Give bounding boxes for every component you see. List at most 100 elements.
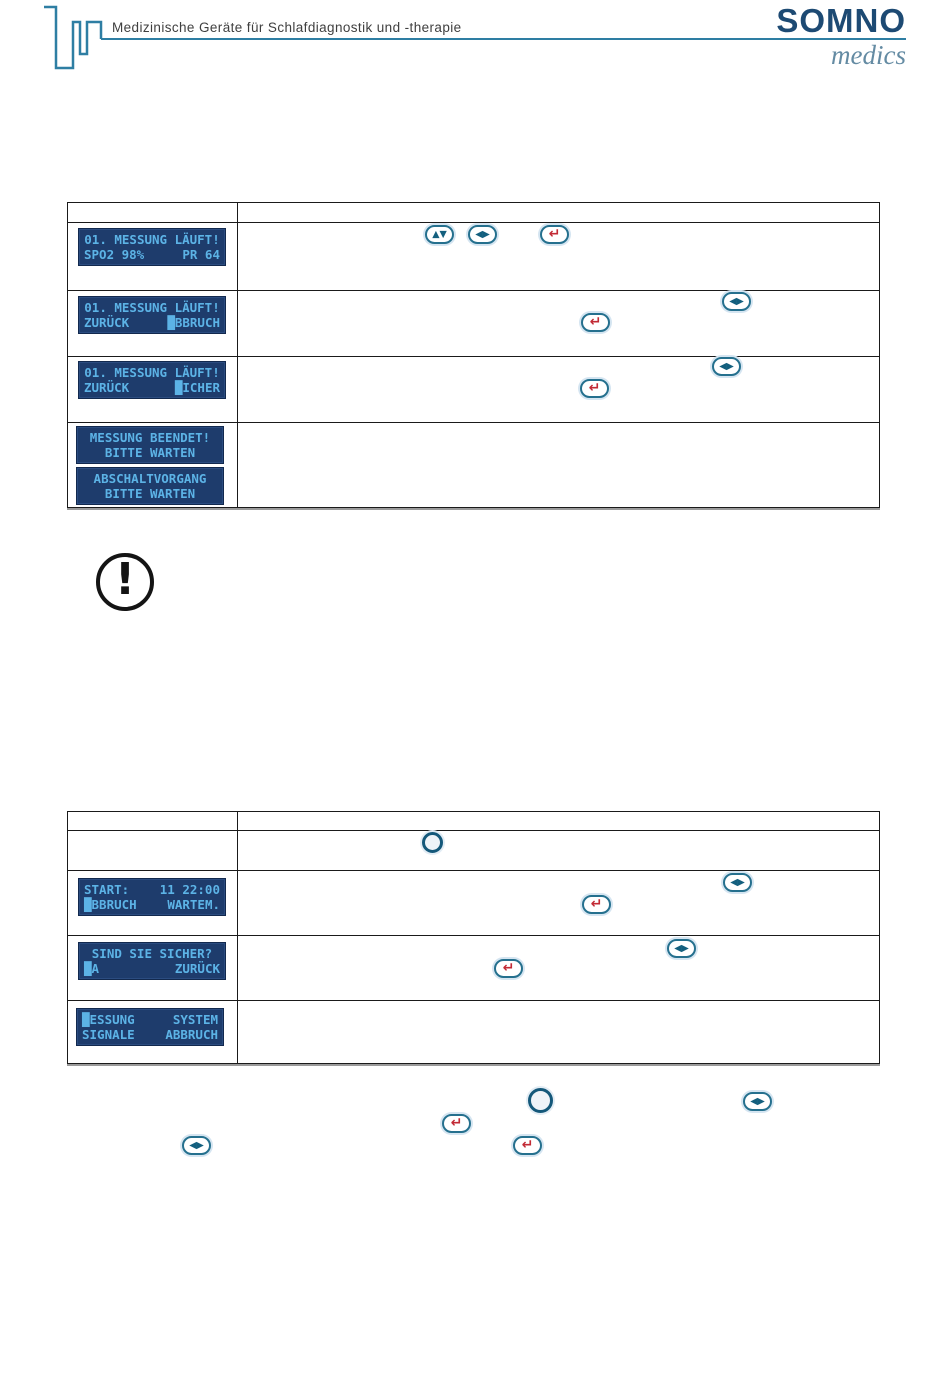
action-cell	[237, 1000, 880, 1064]
action-cell	[237, 870, 880, 936]
display-cell: █ESSUNG SYSTEM SIGNALE ABBRUCH	[67, 1000, 238, 1064]
logo-somno-text: SOMNO	[776, 2, 906, 39]
lcd-display: █ESSUNG SYSTEM SIGNALE ABBRUCH	[76, 1008, 224, 1046]
enter-key-icon: ↵	[580, 379, 609, 398]
lcd-display: START: 11 22:00 █BBRUCH WARTEM.	[78, 878, 226, 916]
lcd-line2-right: █ICHER	[174, 380, 220, 395]
icon-glyph: ◀▶	[729, 295, 744, 307]
icon-glyph: ◀▶	[674, 942, 689, 954]
table-row: 01. MESSUNG LÄUFT! ZURÜCK █BBRUCH	[67, 290, 880, 357]
icon-glyph: ↵	[450, 1114, 463, 1131]
leftright-arrows-icon: ◀▶	[468, 225, 497, 244]
lcd-line2-right: PR 64	[182, 247, 220, 262]
display-cell: 01. MESSUNG LÄUFT! ZURÜCK █BBRUCH	[67, 290, 238, 357]
icon-glyph: ◀▶	[475, 228, 490, 240]
lcd-line1: ABSCHALTVORGANG	[93, 471, 207, 486]
icon-glyph: ↵	[589, 313, 602, 330]
enter-key-icon: ↵	[442, 1114, 471, 1133]
table-row: 01. MESSUNG LÄUFT! ZURÜCK █ICHER	[67, 356, 880, 423]
lcd-line2-right: WARTEM.	[167, 897, 220, 912]
leftright-arrows-icon: ◀▶	[182, 1136, 211, 1155]
warning-exclamation-icon: !	[96, 553, 154, 611]
leftright-arrows-icon: ◀▶	[712, 357, 741, 376]
table-header-row	[67, 811, 880, 831]
power-button-icon	[528, 1088, 553, 1113]
table-row: START: 11 22:00 █BBRUCH WARTEM.	[67, 870, 880, 936]
leftright-arrows-icon: ◀▶	[723, 873, 752, 892]
lcd-line2-right: █BBRUCH	[167, 315, 220, 330]
enter-key-icon: ↵	[582, 895, 611, 914]
lcd-line2: BITTE WARTEN	[104, 486, 196, 501]
lcd-display: MESSUNG BEENDET! BITTE WARTEN	[76, 426, 224, 464]
action-cell	[237, 422, 880, 508]
lcd-line1: 01. MESSUNG LÄUFT!	[84, 300, 220, 315]
icon-glyph: ↵	[548, 225, 561, 242]
warning-glyph: !	[114, 554, 136, 605]
enter-key-icon: ↵	[540, 225, 569, 244]
header-cell-action	[237, 811, 880, 831]
lcd-display: 01. MESSUNG LÄUFT! ZURÜCK █ICHER	[78, 361, 226, 399]
display-cell	[67, 830, 238, 871]
somnomedics-logo: SOMNO medics	[736, 2, 906, 70]
lcd-display: 01. MESSUNG LÄUFT! SPO2 98% PR 64	[78, 228, 226, 266]
action-cell	[237, 290, 880, 357]
lcd-line2-left: SPO2 98%	[84, 247, 145, 262]
lcd-line1: MESSUNG BEENDET!	[89, 430, 211, 445]
header-tagline: Medizinische Geräte für Schlafdiagnostik…	[112, 20, 462, 35]
table-row: █ESSUNG SYSTEM SIGNALE ABBRUCH	[67, 1000, 880, 1064]
icon-glyph: ↵	[590, 895, 603, 912]
pulse-wave-logo-icon	[44, 5, 906, 70]
lcd-line2: BITTE WARTEN	[104, 445, 196, 460]
power-button-icon	[422, 832, 443, 853]
header-cell-action	[237, 202, 880, 223]
display-cell: 01. MESSUNG LÄUFT! ZURÜCK █ICHER	[67, 356, 238, 423]
lcd-line1-left: █ESSUNG	[82, 1012, 135, 1027]
icon-glyph: ◀▶	[189, 1139, 204, 1151]
enter-key-icon: ↵	[513, 1136, 542, 1155]
lcd-line2-left: ZURÜCK	[84, 380, 130, 395]
leftright-arrows-icon: ◀▶	[722, 292, 751, 311]
table-row: MESSUNG BEENDET! BITTE WARTEN ABSCHALTVO…	[67, 422, 880, 508]
icon-glyph: ◀▶	[750, 1095, 765, 1107]
display-cell: MESSUNG BEENDET! BITTE WARTEN ABSCHALTVO…	[67, 422, 238, 508]
icon-glyph: ↵	[521, 1136, 534, 1153]
icon-glyph: ▲▼	[432, 228, 447, 240]
lcd-line1-right: 11 22:00	[159, 882, 220, 897]
leftright-arrows-icon: ◀▶	[667, 939, 696, 958]
icon-glyph: ↵	[588, 379, 601, 396]
measurement-running-table: 01. MESSUNG LÄUFT! SPO2 98% PR 64 01. ME…	[67, 202, 880, 508]
display-cell: 01. MESSUNG LÄUFT! SPO2 98% PR 64	[67, 222, 238, 291]
icon-glyph: ◀▶	[719, 360, 734, 372]
table-row: SIND SIE SICHER? █A ZURÜCK	[67, 935, 880, 1001]
display-cell: SIND SIE SICHER? █A ZURÜCK	[67, 935, 238, 1001]
updown-arrows-icon: ▲▼	[425, 225, 454, 244]
lcd-line2-left: SIGNALE	[82, 1027, 135, 1042]
enter-key-icon: ↵	[581, 313, 610, 332]
enter-key-icon: ↵	[494, 959, 523, 978]
header-cell-display	[67, 811, 238, 831]
lcd-line1-right: SYSTEM	[172, 1012, 218, 1027]
measurement-stop-table: START: 11 22:00 █BBRUCH WARTEM. SIND SIE…	[67, 811, 880, 1064]
lcd-line1: 01. MESSUNG LÄUFT!	[84, 365, 220, 380]
lcd-line2-left: █A	[84, 961, 100, 976]
icon-glyph: ↵	[502, 959, 515, 976]
lcd-line2-left: ZURÜCK	[84, 315, 130, 330]
table-row	[67, 830, 880, 871]
lcd-display: ABSCHALTVORGANG BITTE WARTEN	[76, 467, 224, 505]
action-cell	[237, 356, 880, 423]
lcd-line1: 01. MESSUNG LÄUFT!	[84, 232, 220, 247]
lcd-line1: SIND SIE SICHER?	[91, 946, 213, 961]
lcd-line2-left: █BBRUCH	[84, 897, 137, 912]
display-cell: START: 11 22:00 █BBRUCH WARTEM.	[67, 870, 238, 936]
lcd-line2-right: ZURÜCK	[174, 961, 220, 976]
leftright-arrows-icon: ◀▶	[743, 1092, 772, 1111]
icon-glyph: ◀▶	[730, 876, 745, 888]
table-header-row	[67, 202, 880, 223]
header-cell-display	[67, 202, 238, 223]
lcd-display: SIND SIE SICHER? █A ZURÜCK	[78, 942, 226, 980]
lcd-display: 01. MESSUNG LÄUFT! ZURÜCK █BBRUCH	[78, 296, 226, 334]
lcd-line1-left: START:	[84, 882, 130, 897]
logo-medics-text: medics	[831, 40, 906, 70]
action-cell	[237, 830, 880, 871]
